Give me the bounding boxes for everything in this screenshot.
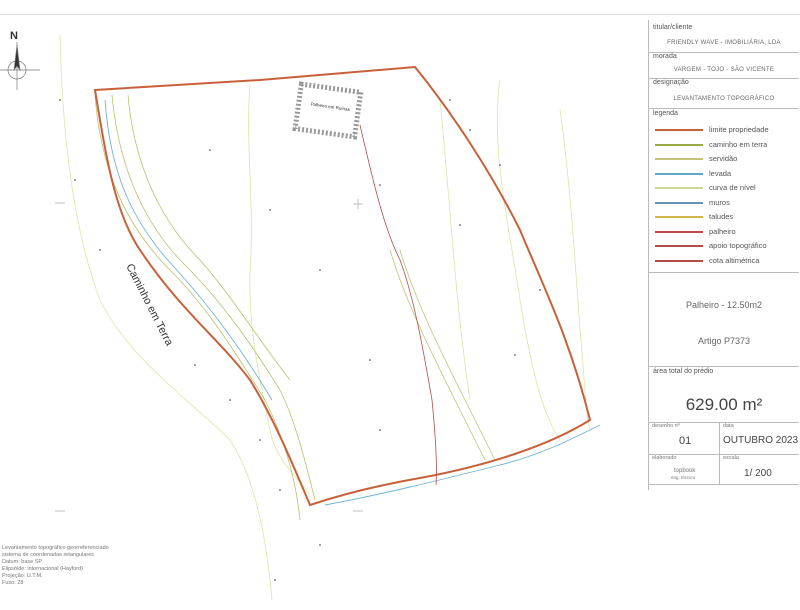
divider <box>649 52 799 53</box>
divider <box>649 454 799 455</box>
dirt-road <box>94 94 316 521</box>
legend-symbol <box>655 153 703 160</box>
legend-label: taludes <box>709 212 734 221</box>
legend-label: cota altimétrica <box>709 255 760 265</box>
survey-note: Elipsóide: internacional (Hayford) <box>2 566 84 572</box>
designacao-value: LEVANTAMENTO TOPOGRÁFICO <box>673 96 775 102</box>
shed-label: Palheiro em Ruínas <box>310 102 351 113</box>
morada-label: morada <box>653 53 677 60</box>
survey-note: Fuso: 28 <box>2 580 24 586</box>
levada <box>104 99 601 506</box>
legend-item: muros <box>649 197 799 209</box>
survey-notes: Levantamento topográfico georreferenciad… <box>2 545 109 587</box>
elaborado-sub: eng. técnico <box>671 475 696 480</box>
elevation-points <box>59 99 541 581</box>
divider <box>649 108 799 109</box>
titular-label: titular/cliente <box>653 24 693 31</box>
legend-item: caminho em terra <box>649 139 799 151</box>
legend-label: palheiro <box>709 226 736 236</box>
divider <box>649 422 799 423</box>
legenda-label: legenda <box>653 110 678 117</box>
morada-value: VARGEM - TOJO - SÃO VICENTE <box>673 67 775 73</box>
legend-label: caminho em terra <box>709 139 768 149</box>
survey-note: Levantamento topográfico georreferenciad… <box>2 545 109 551</box>
legend-symbol <box>655 211 703 218</box>
survey-note: sistema de coordenadas retangulares <box>2 552 95 558</box>
legend-item: limite propriedade <box>649 124 799 136</box>
legend-item: cota altimétrica <box>649 255 799 267</box>
shed-ruin <box>292 81 364 140</box>
legend-symbol <box>655 139 703 146</box>
data-value: OUTUBRO 2023 <box>723 435 799 446</box>
desenho-value: 01 <box>679 435 692 447</box>
designacao-label: designação <box>653 79 689 86</box>
legend-symbol <box>655 168 703 175</box>
divider <box>649 272 799 273</box>
crosshairs <box>55 199 363 512</box>
legend-symbol <box>655 226 703 233</box>
legend-label: muros <box>709 197 730 207</box>
area-label: área total do prédio <box>653 368 714 375</box>
elaborado-value: topbook <box>674 468 696 474</box>
desenho-label: desenho nº <box>652 423 680 429</box>
contour-lines <box>59 34 591 601</box>
compass-rose <box>0 42 40 90</box>
palheiro-text: Palheiro - 12.50m2 <box>685 300 763 310</box>
divider <box>649 366 799 367</box>
legend-item: curva de nível <box>649 182 799 194</box>
title-block: titular/cliente FRIENDLY WAVE - IMOBILIÁ… <box>648 20 799 490</box>
elaborado-label: elaborado <box>652 455 677 461</box>
legend-label: limite propriedade <box>709 125 769 134</box>
escala-value: 1/ 200 <box>744 468 772 479</box>
legend-item: apoio topográfico <box>649 240 799 252</box>
artigo-text: Artigo P7373 <box>697 336 751 346</box>
road-label: Caminho em Terra <box>123 262 175 349</box>
legend-symbol <box>655 197 703 204</box>
area-value: 629.00 m² <box>685 395 763 414</box>
data-label: data <box>723 423 734 429</box>
survey-note: Projeção: U.T.M. <box>2 573 43 579</box>
escala-label: escala <box>723 455 739 461</box>
property-boundary <box>93 65 592 507</box>
legend-symbol <box>655 240 703 247</box>
legend-symbol <box>655 182 703 189</box>
legend-label: servidão <box>709 154 738 163</box>
servidao <box>389 249 496 461</box>
legend-symbol <box>655 255 703 262</box>
titular-value: FRIENDLY WAVE - IMOBILIÁRIA, LDA <box>667 40 781 46</box>
legend-label: curva de nível <box>709 183 756 192</box>
legend-item: levada <box>649 168 799 180</box>
legend-symbol <box>655 124 703 131</box>
legend-label: levada <box>709 168 732 178</box>
topographic-support-line <box>359 124 437 486</box>
divider <box>649 484 799 485</box>
legend-item: palheiro <box>649 226 799 238</box>
survey-note: Datum: base SP <box>2 559 43 565</box>
legend-item: taludes <box>649 211 799 223</box>
divider <box>649 78 799 79</box>
legend-item: servidão <box>649 153 799 165</box>
cell-divider <box>719 422 720 484</box>
compass-label: N <box>10 30 18 42</box>
top-border <box>0 14 800 15</box>
legend-label: apoio topográfico <box>709 241 767 250</box>
